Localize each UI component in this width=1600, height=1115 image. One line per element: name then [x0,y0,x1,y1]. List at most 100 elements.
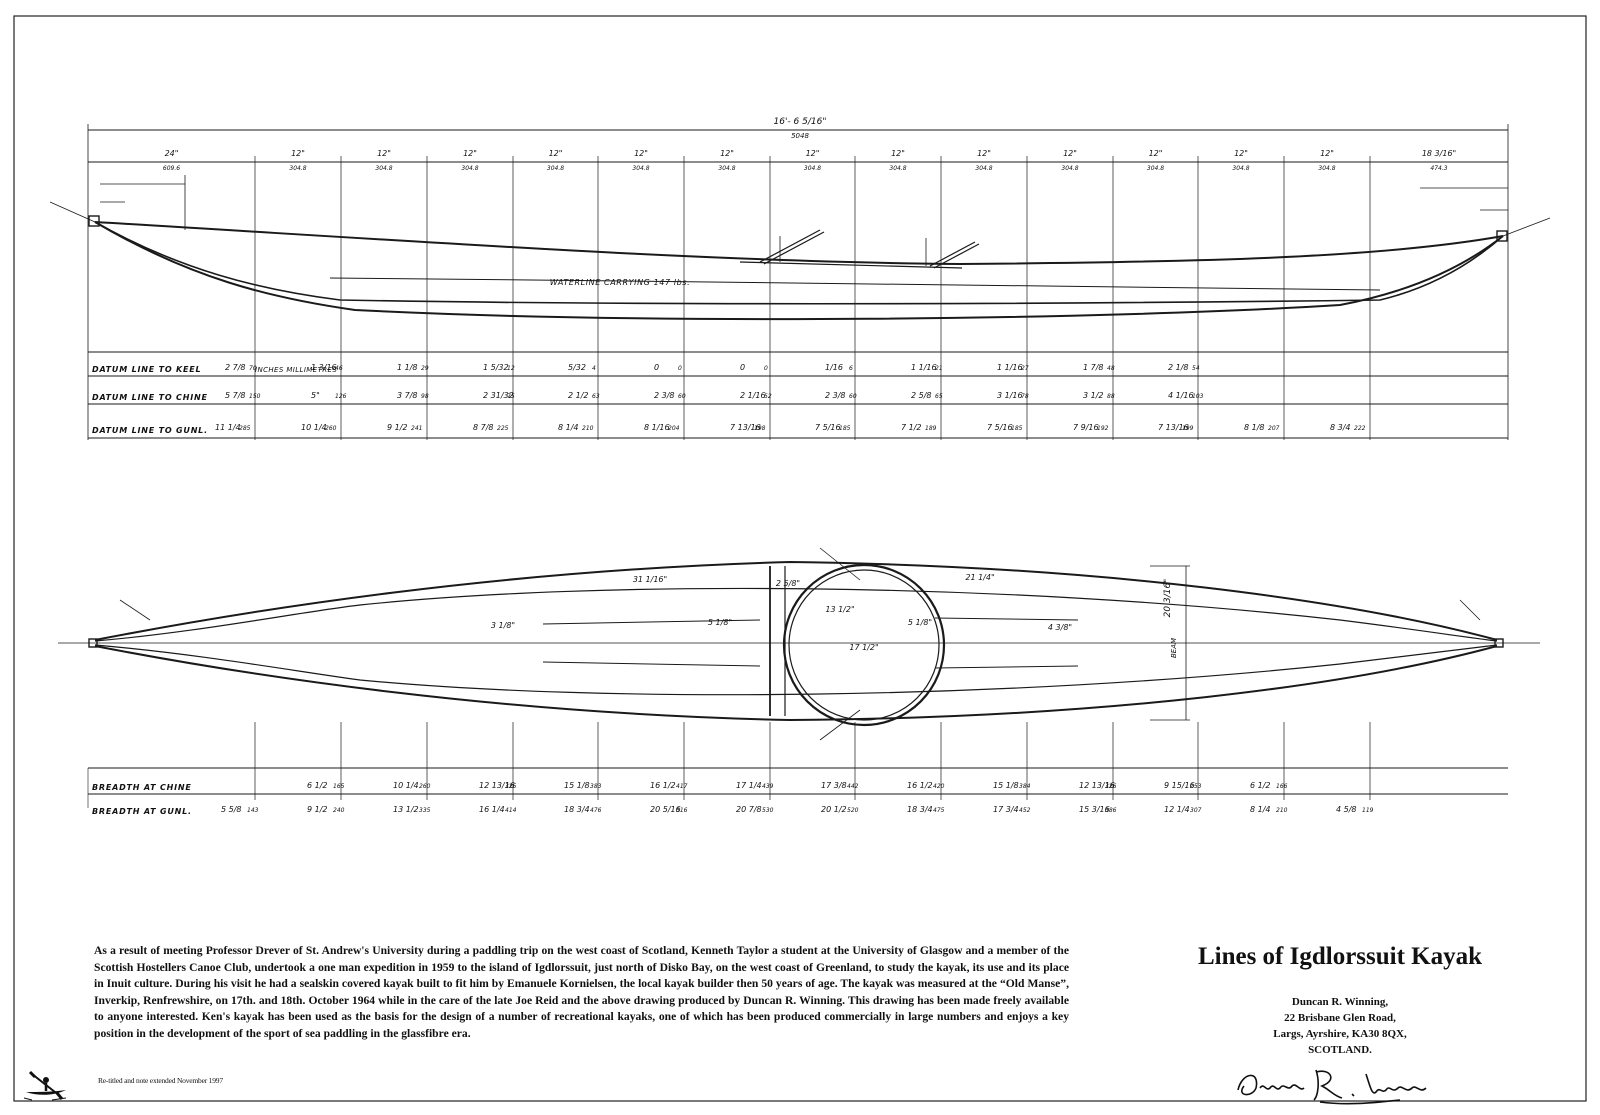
offset-value-mm: 225 [497,425,509,432]
offset-value: 2 5/8 [911,391,932,400]
offset-value: 5/32 [568,363,586,372]
breadth-value: 17 1/4 [736,781,762,790]
offset-value-mm: 21 [935,365,943,372]
offset-value: 2 7/8 [225,363,246,372]
offset-value-mm: 185 [1011,425,1023,432]
overall-length-label: 16'- 6 5/16" [774,117,827,127]
breadth-value-mm: 530 [762,807,774,814]
offset-value: 3 1/2 [1083,391,1104,400]
cockpit-circle [782,563,946,727]
station-spacing-mm-label: 474.3 [1430,165,1447,172]
offset-value-mm: 198 [754,425,766,432]
cockpit-dimension-label: 13 1/2" [825,605,854,614]
breadth-value: 10 1/4 [393,781,419,790]
station-spacing-label: 12" [549,149,563,158]
station-spacing-mm-label: 609.6 [163,165,180,172]
station-spacing-label: 12" [1234,149,1248,158]
station-spacing-label: 12" [1149,149,1163,158]
offset-value-mm: 204 [668,425,680,432]
station-spacing-mm-label: 304.8 [804,165,821,172]
breadth-value: 6 1/2 [1250,781,1271,790]
row-label-breadth-chine: BREADTH AT CHINE [92,783,192,792]
offset-value: 8 1/16 [644,423,670,432]
station-spacing-mm-label: 304.8 [375,165,392,172]
plan-chine-outline [94,587,1498,642]
offset-value: 2 3/8 [654,391,675,400]
breadth-value-mm: 417 [676,783,688,790]
sheet-border [13,15,1587,1102]
breadth-value: 12 13/16 [479,781,515,790]
offset-value: 2 1/2 [568,391,589,400]
station-spacing-label: 12" [1063,149,1077,158]
offset-value: 1 5/32 [483,363,509,372]
drawing-title: Lines of Igdlorssuit Kayak [1197,943,1483,970]
offset-value-mm: 0 [764,365,768,372]
author-name: Duncan R. Winning, [1291,996,1389,1008]
offset-value-mm: 185 [839,425,851,432]
station-spacing-label: 24" [165,149,179,158]
waterline-label: WATERLINE CARRYING 147 lbs. [550,278,690,287]
offset-value-mm: 12 [507,365,515,372]
breadth-value: 18 3/4 [564,805,590,814]
beam-label: BEAM [1170,638,1178,658]
breadth-value-mm: 476 [590,807,602,814]
station-spacing-label: 12" [891,149,905,158]
offset-value-mm: 75 [507,393,515,400]
station-spacing-mm-label: 304.8 [461,165,478,172]
breadth-value: 17 3/4 [993,805,1019,814]
offset-value: 1 1/16 [997,363,1023,372]
station-spacing-mm-label: 304.8 [289,165,306,172]
offset-value-mm: 0 [678,365,682,372]
offset-value-mm: 70 [249,365,257,372]
breadth-value: 15 1/8 [564,781,590,790]
offset-value-mm: 78 [1021,393,1029,400]
cockpit-dimension-label: 21 1/4" [965,573,994,582]
offset-value: 5" [311,391,320,400]
breadth-value-mm: 439 [762,783,774,790]
station-spacing-mm-label: 304.8 [632,165,649,172]
breadth-value: 16 1/4 [479,805,505,814]
breadth-value-mm: 119 [1362,807,1374,814]
offset-value-mm: 189 [925,425,937,432]
cockpit-dimension-label: 5 1/8" [708,618,732,627]
station-lines [254,156,1371,440]
plan-view [58,547,1540,808]
offset-value-mm: 27 [1021,365,1029,372]
breadth-value: 18 3/4 [907,805,933,814]
breadth-value: 9 15/16 [1164,781,1195,790]
offset-value: 3 7/8 [397,391,418,400]
row-label-chine: DATUM LINE TO CHINE [92,393,208,402]
station-spacing-mm-label: 304.8 [1232,165,1249,172]
offset-value-mm: 210 [582,425,594,432]
station-spacing-label: 12" [291,149,305,158]
offset-value: 1 3/16 [311,363,337,372]
author-street: 22 Brisbane Glen Road, [1284,1012,1396,1024]
offset-value: 4 1/16 [1168,391,1194,400]
offset-value-mm: 29 [421,365,429,372]
breadth-value-mm: 414 [505,807,517,814]
offset-value: 8 7/8 [473,423,494,432]
offset-value: 1/16 [825,363,843,372]
cockpit-dimension-label: 4 3/8" [1048,623,1072,632]
offset-value-mm: 285 [239,425,251,432]
offset-value-mm: 241 [411,425,422,432]
breadth-value-mm: 240 [333,807,345,814]
breadth-value-mm: 326 [1105,783,1117,790]
author-town: Largs, Ayrshire, KA30 8QX, [1273,1028,1407,1040]
offset-value: 1 1/16 [911,363,937,372]
station-spacing-mm-label: 304.8 [975,165,992,172]
offset-value: 8 3/4 [1330,423,1351,432]
offset-value-mm: 207 [1268,425,1280,432]
offset-value-mm: 103 [1192,393,1204,400]
kayaker-logo [23,1070,67,1101]
breadth-value: 16 1/2 [907,781,933,790]
breadth-value: 20 1/2 [821,805,847,814]
offset-value-mm: 150 [249,393,261,400]
cockpit-dimension-label: 31 1/16" [633,575,667,584]
offset-value-mm: 54 [1192,365,1200,372]
breadth-value: 20 5/16 [650,805,681,814]
overall-length-mm-label: 5048 [791,132,809,140]
station-spacing-label: 12" [634,149,648,158]
offset-value-mm: 60 [678,393,686,400]
